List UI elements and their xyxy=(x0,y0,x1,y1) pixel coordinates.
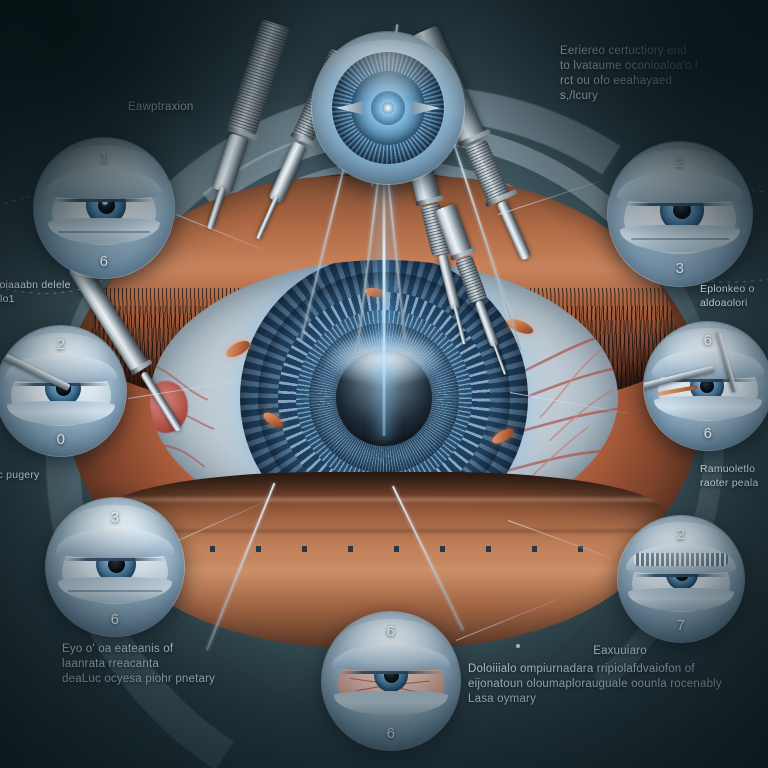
callout-number-top: 1 xyxy=(99,149,109,167)
callout-number-top: 6 xyxy=(386,623,396,641)
eye-lower-lid xyxy=(628,588,734,611)
eye-crease xyxy=(58,231,150,234)
irritated-eye-callout[interactable]: 6 6 xyxy=(322,612,460,750)
bionic-eye-vane-left xyxy=(336,101,364,115)
lower-lid-crease xyxy=(104,530,664,533)
callout-number-bottom: 6 xyxy=(99,252,109,270)
callout-number-bottom: 6 xyxy=(386,724,396,742)
injection-procedure-callout[interactable]: 2 0 xyxy=(0,326,126,456)
caption-left-upper: Toiaaabn delele alo1 xyxy=(0,279,71,305)
caption-right-upper: Eplonkeo o aldoaolori xyxy=(700,283,755,309)
caption-right-mid: Ramuoletlo raoter peala xyxy=(700,463,759,489)
postop-eye-callout[interactable]: 3 6 xyxy=(46,498,184,636)
caption-bottom-right-title: Eaxuuiaro xyxy=(593,645,647,657)
lower-lid-highlight xyxy=(104,568,664,571)
eye-lower-lid xyxy=(333,690,449,715)
sutured-eye-callout[interactable]: 2 7 xyxy=(618,516,744,642)
bionic-eye-vane-right xyxy=(412,101,440,115)
callout-number-top: 2 xyxy=(676,526,686,544)
callout-number-top: 3 xyxy=(110,509,120,527)
lower-lid-marker-dots xyxy=(164,546,604,553)
eye-detail-callout[interactable]: 2 3 xyxy=(608,142,752,286)
callout-number-bottom: 6 xyxy=(703,425,713,443)
callout-number-top: 6 xyxy=(703,332,713,350)
caption-bottom-right-body: Doloiiialo ompiurnadara rripiolafdvaiofo… xyxy=(468,663,722,705)
callout-number-bottom: 3 xyxy=(675,260,685,278)
caption-top-right: Eeriereo certuctiory end to lvataume oco… xyxy=(560,45,698,102)
lead-node-1 xyxy=(516,644,520,648)
callout-number-bottom: 0 xyxy=(56,431,66,449)
eye-crease xyxy=(630,237,730,240)
eye-lower-lid xyxy=(7,400,115,425)
callout-number-top: 2 xyxy=(675,153,685,171)
eye-crease xyxy=(68,590,162,593)
callout-number-bottom: 7 xyxy=(676,617,686,635)
eyelid-surgery-callout[interactable]: 6 6 xyxy=(644,322,768,450)
callout-number-top: 2 xyxy=(56,336,66,354)
bubble-gloss xyxy=(327,39,449,104)
healthy-eye-callout[interactable]: 1 6 xyxy=(34,138,174,278)
lower-lid-margin xyxy=(104,498,664,502)
caption-bottom-left: Eyo o' oa eateanis of laanrata rreacanta… xyxy=(62,643,216,685)
caption-left-mid: llic pugery xyxy=(0,469,40,481)
eye-lower-lid xyxy=(654,395,762,420)
callout-number-bottom: 6 xyxy=(110,610,120,628)
bionic-eye-callout[interactable] xyxy=(312,32,464,184)
caption-top-left: Eawptraxion xyxy=(128,101,194,113)
